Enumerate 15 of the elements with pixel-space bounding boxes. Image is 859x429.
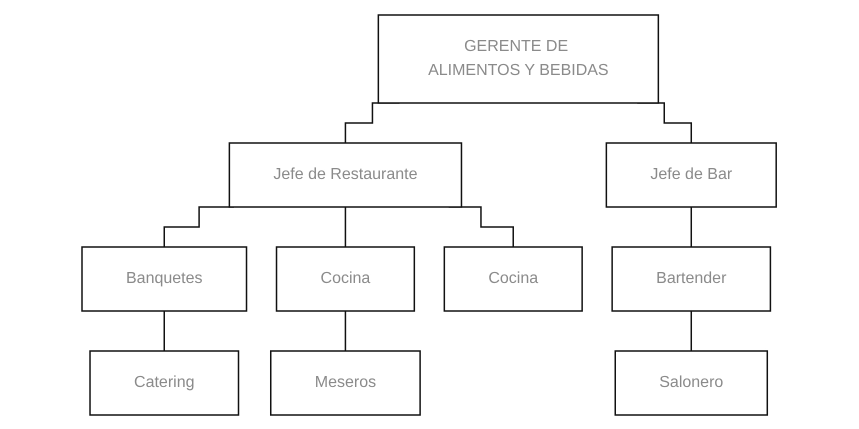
connector [164, 310, 166, 352]
connector [690, 206, 692, 248]
node-box: Meseros [270, 350, 422, 416]
node-box: GERENTE DE ALIMENTOS Y BEBIDAS [378, 14, 660, 104]
node-box: Catering [90, 350, 240, 416]
node-box: Jefe de Restaurante [229, 142, 463, 208]
node-box: Jefe de Bar [606, 142, 778, 208]
connector [690, 310, 692, 352]
node-box: Cocina [444, 246, 584, 312]
connector [345, 310, 347, 352]
node-box: Cocina [276, 246, 416, 312]
node-box: Salonero [614, 350, 768, 416]
node-box: Bartender [612, 246, 772, 312]
connector [345, 206, 347, 248]
node-box: Banquetes [82, 246, 248, 312]
